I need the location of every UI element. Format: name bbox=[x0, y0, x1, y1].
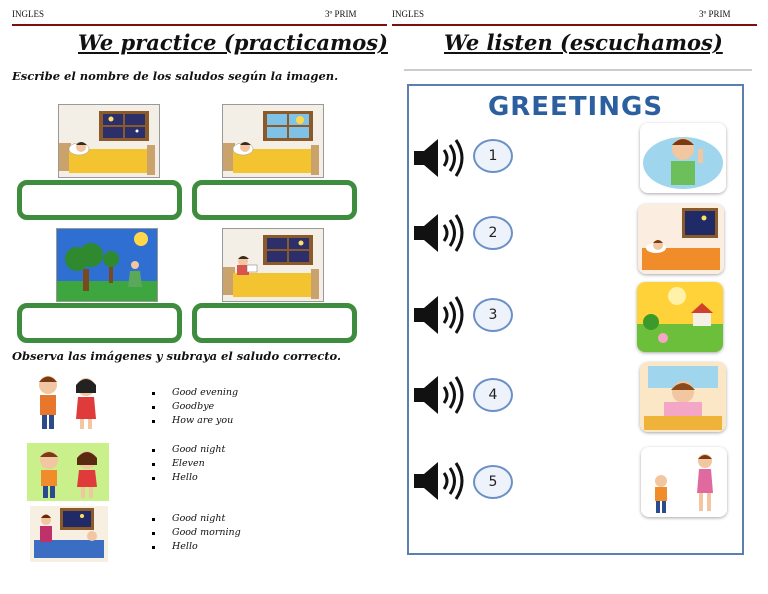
picture-girl-waking bbox=[640, 362, 726, 432]
picture-sunny-landscape bbox=[637, 282, 723, 352]
speaker-icon[interactable] bbox=[412, 459, 468, 503]
option-item[interactable]: Eleven bbox=[152, 457, 225, 471]
scene-night-sleeping bbox=[58, 104, 160, 178]
option-item[interactable]: Good morning bbox=[152, 526, 241, 540]
speaker-icon[interactable] bbox=[412, 136, 468, 180]
option-item[interactable]: Good evening bbox=[152, 386, 238, 400]
speaker-icon[interactable] bbox=[412, 373, 468, 417]
number-badge-1: 1 bbox=[473, 139, 513, 173]
option-item[interactable]: How are you bbox=[152, 414, 238, 428]
options-list-1: Good evening Goodbye How are you bbox=[152, 386, 238, 428]
options-list-2: Good night Eleven Hello bbox=[152, 443, 225, 485]
separator-line bbox=[404, 69, 752, 71]
right-page-title: We listen (escuchamos) bbox=[444, 30, 723, 55]
scene-afternoon-park bbox=[56, 228, 158, 302]
thumb-night-bedtime bbox=[30, 506, 108, 562]
answer-box-1[interactable] bbox=[17, 180, 182, 220]
picture-goodbye-mom-child bbox=[641, 447, 727, 517]
option-item[interactable]: Goodbye bbox=[152, 400, 238, 414]
thumb-kids-waving bbox=[27, 443, 109, 501]
picture-night-sleeping bbox=[638, 204, 724, 274]
answer-box-2[interactable] bbox=[192, 180, 357, 220]
number-badge-4: 4 bbox=[473, 378, 513, 412]
left-page-title: We practice (practicamos) bbox=[78, 30, 388, 55]
number-badge-3: 3 bbox=[473, 298, 513, 332]
left-header-rule bbox=[12, 24, 387, 26]
right-header-grade: 3º PRIM bbox=[699, 9, 731, 19]
scene-night-reading bbox=[222, 228, 324, 302]
answer-box-4[interactable] bbox=[192, 303, 357, 343]
answer-box-3[interactable] bbox=[17, 303, 182, 343]
option-item[interactable]: Good night bbox=[152, 443, 225, 457]
right-header-rule bbox=[392, 24, 757, 26]
option-item[interactable]: Hello bbox=[152, 471, 225, 485]
scene-morning-sleeping bbox=[222, 104, 324, 178]
option-item[interactable]: Hello bbox=[152, 540, 241, 554]
options-list-3: Good night Good morning Hello bbox=[152, 512, 241, 554]
number-badge-2: 2 bbox=[473, 216, 513, 250]
left-header-grade: 3º PRIM bbox=[325, 9, 357, 19]
card-title: GREETINGS bbox=[487, 92, 664, 122]
picture-boy-waving bbox=[640, 123, 726, 193]
speaker-icon[interactable] bbox=[412, 211, 468, 255]
instruction-write-greetings: Escribe el nombre de los saludos según l… bbox=[12, 69, 339, 83]
right-header-subject: INGLES bbox=[392, 9, 424, 19]
number-badge-5: 5 bbox=[473, 465, 513, 499]
left-header-subject: INGLES bbox=[12, 9, 44, 19]
speaker-icon[interactable] bbox=[412, 293, 468, 337]
option-item[interactable]: Good night bbox=[152, 512, 241, 526]
thumb-kids-talking bbox=[24, 369, 108, 433]
instruction-underline-greeting: Observa las imágenes y subraya el saludo… bbox=[12, 349, 342, 363]
